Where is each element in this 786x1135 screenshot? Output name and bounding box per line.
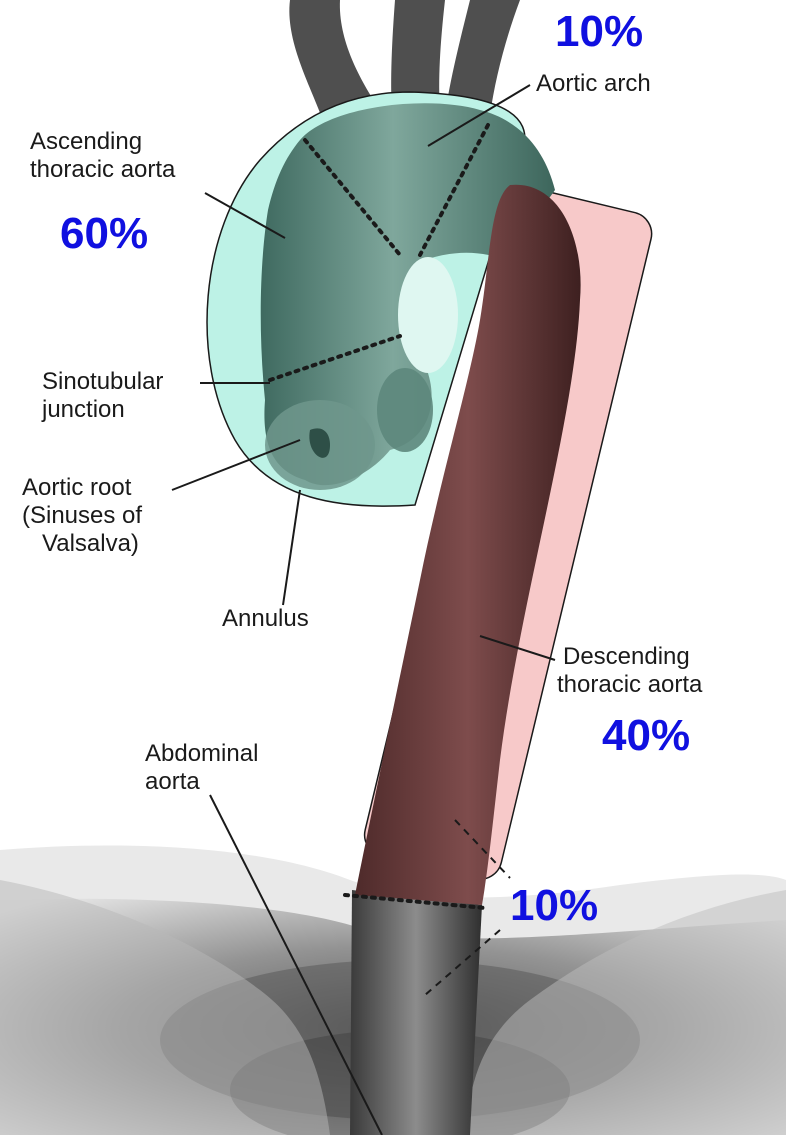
label-line: Descending <box>563 643 702 671</box>
sinus-bulge <box>377 368 433 452</box>
label-line: junction <box>42 396 163 424</box>
label-line: aorta <box>145 768 258 796</box>
aortic-arch-inner-curve <box>398 257 458 373</box>
aortic-arch-label: Aortic arch <box>536 70 651 98</box>
descending-thoracic-aorta-label: Descending thoracic aorta <box>563 643 702 699</box>
abdominal-percentage: 10% <box>510 882 598 930</box>
label-line: thoracic aorta <box>557 671 702 699</box>
arch-percentage: 10% <box>555 8 643 56</box>
annulus-label: Annulus <box>222 605 309 633</box>
label-line: thoracic aorta <box>30 156 175 184</box>
label-line: (Sinuses of <box>22 502 142 530</box>
sinotubular-junction-label: Sinotubular junction <box>42 368 163 424</box>
label-line: Abdominal <box>145 740 258 768</box>
label-line: Valsalva) <box>22 530 142 558</box>
descending-percentage: 40% <box>602 712 690 760</box>
abdominal-aorta-label: Abdominal aorta <box>145 740 258 796</box>
abdominal-aorta-vessel <box>350 890 482 1135</box>
label-line: Sinotubular <box>42 368 163 396</box>
label-line: Ascending <box>30 128 175 156</box>
aortic-root-label: Aortic root (Sinuses of Valsalva) <box>22 474 142 558</box>
label-line: Aortic root <box>22 474 142 502</box>
ascending-thoracic-aorta-label: Ascending thoracic aorta <box>30 128 175 184</box>
ascending-percentage: 60% <box>60 210 148 258</box>
